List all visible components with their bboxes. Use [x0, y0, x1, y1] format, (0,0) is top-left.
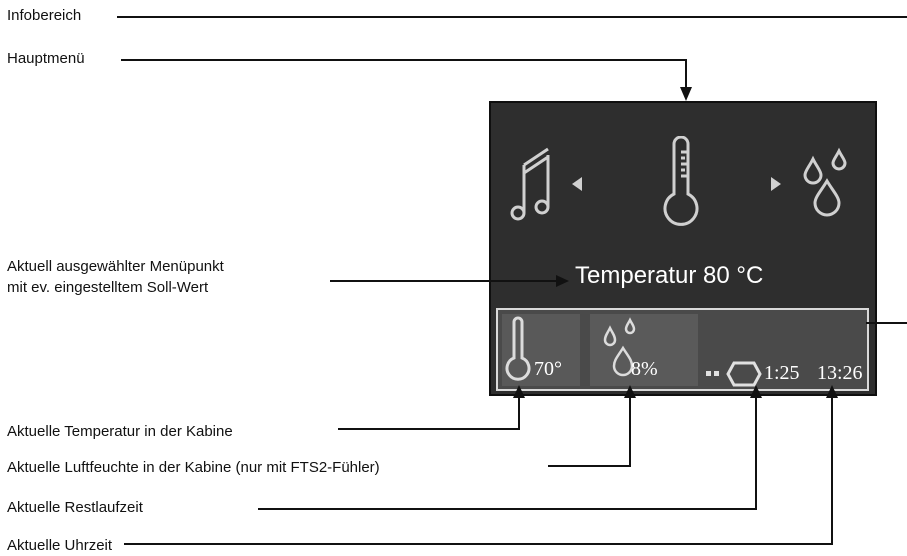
- arrowhead-auswahl: [556, 275, 569, 287]
- label-hauptmenue: Hauptmenü: [7, 50, 85, 67]
- arrow-left-icon[interactable]: [570, 175, 584, 193]
- leader-uhrzeit: [124, 398, 833, 545]
- status-clock: 13:26: [817, 362, 863, 384]
- music-icon[interactable]: [508, 143, 558, 223]
- display-panel: Temperatur 80 °C 70° 8% 1:25 13:26: [489, 101, 877, 396]
- label-infobereich: Infobereich: [7, 7, 82, 24]
- selected-menu-item: Temperatur 80 °C: [575, 262, 764, 289]
- status-remaining-time: 1:25: [764, 362, 800, 384]
- leader-hauptmenue: [121, 59, 687, 87]
- timer-icon: [706, 361, 762, 387]
- status-temperature: 70°: [534, 358, 562, 380]
- arrowhead-temperatur: [513, 385, 525, 398]
- label-luftfeuchte: Aktuelle Luftfeuchte in der Kabine (nur …: [7, 459, 380, 476]
- arrowhead-hauptmenue: [680, 87, 692, 101]
- thermometer-small-icon: [505, 316, 531, 381]
- label-restlaufzeit: Aktuelle Restlaufzeit: [7, 499, 143, 516]
- label-temperatur: Aktuelle Temperatur in der Kabine: [7, 423, 233, 440]
- arrowhead-restlaufzeit: [750, 385, 762, 398]
- thermometer-icon[interactable]: [656, 136, 706, 228]
- status-bar: 70° 8% 1:25 13:26: [496, 308, 869, 391]
- leader-temperatur: [338, 398, 520, 430]
- label-auswahl-line1: Aktuell ausgewählter Menüpunkt: [7, 258, 224, 275]
- humidity-small-icon: [603, 317, 636, 377]
- status-humidity: 8%: [631, 358, 658, 380]
- label-uhrzeit: Aktuelle Uhrzeit: [7, 537, 113, 554]
- leader-luftfeuchte: [548, 398, 631, 467]
- leader-restlaufzeit: [258, 398, 757, 510]
- arrow-right-icon[interactable]: [769, 175, 783, 193]
- arrowhead-uhrzeit: [826, 385, 838, 398]
- humidity-cell: [590, 314, 698, 386]
- label-auswahl-line2: mit ev. eingestelltem Soll-Wert: [7, 279, 209, 296]
- humidity-icon[interactable]: [799, 145, 871, 225]
- arrowhead-luftfeuchte: [624, 385, 636, 398]
